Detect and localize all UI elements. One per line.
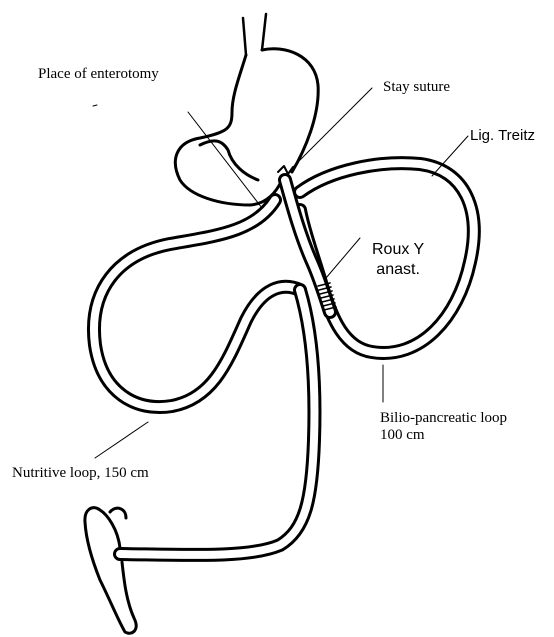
- label-bilio-line2: 100 cm: [380, 427, 507, 444]
- label-stay-suture: Stay suture: [383, 79, 450, 96]
- caecum: [85, 508, 136, 634]
- label-bilio-line1: Bilio-pancreatic loop: [380, 410, 507, 427]
- label-roux-y-line2: anast.: [372, 260, 424, 280]
- label-roux-y: Roux Y anast.: [372, 240, 424, 280]
- stomach: [175, 49, 318, 205]
- label-nutritive-loop: Nutritive loop, 150 cm: [12, 465, 149, 482]
- label-roux-y-line1: Roux Y: [372, 240, 424, 260]
- leader-nutritive: [95, 422, 148, 458]
- common-channel: [120, 290, 314, 555]
- leader-stay-suture: [292, 88, 372, 168]
- label-place-of-enterotomy: Place of enterotomy: [38, 66, 159, 83]
- label-bilio-pancreatic: Bilio-pancreatic loop 100 cm: [380, 410, 507, 444]
- leader-roux: [326, 238, 360, 278]
- nutritive-loop: [94, 200, 300, 407]
- label-lig-treitz: Lig. Treitz: [470, 127, 535, 144]
- stray-mark: [93, 105, 97, 106]
